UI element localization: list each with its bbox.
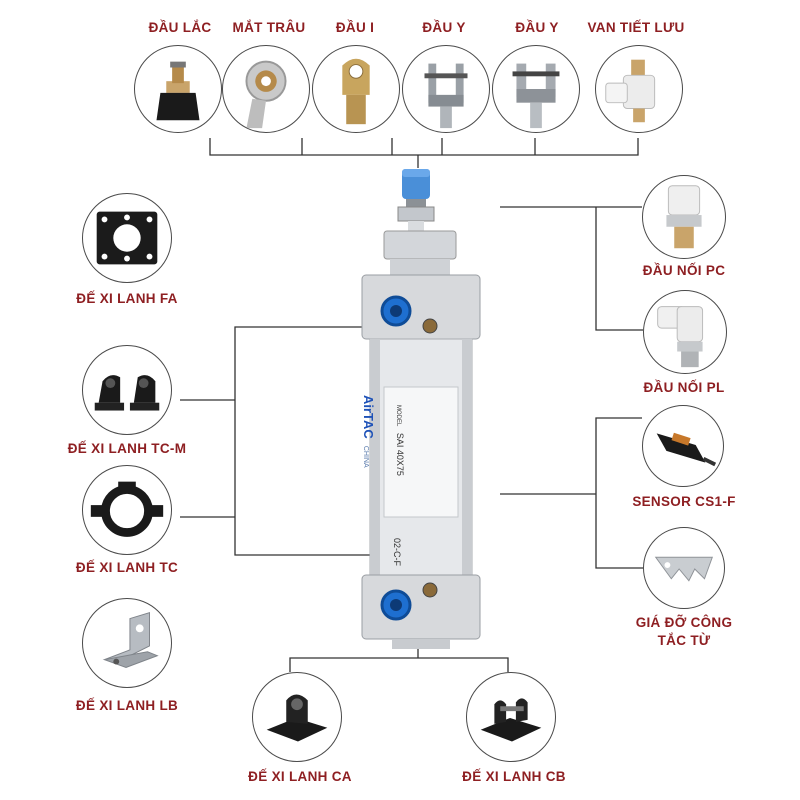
right-label-sensor: SENSOR CS1-F xyxy=(632,494,736,509)
right-label-pl: ĐẦU NỐI PL xyxy=(643,380,725,395)
right-lower-bracket-line xyxy=(500,417,643,569)
i-type-rod-end-icon xyxy=(312,45,400,133)
clevis-mount-ca-icon xyxy=(252,672,342,762)
rod-end-ball-joint-icon xyxy=(134,45,222,133)
cylinder-origin: CHINA xyxy=(362,445,369,468)
reed-sensor-icon xyxy=(642,405,724,487)
bottom-label-cb: ĐẾ XI LANH CB xyxy=(462,769,566,784)
pneumatic-cylinder xyxy=(361,169,481,649)
cylinder-model-caption: MODEL xyxy=(395,405,401,427)
elbow-fitting-pl-icon xyxy=(643,290,727,374)
bottom-label-ca: ĐẾ XI LANH CA xyxy=(248,769,352,784)
cylinder-model-row: MODEL SAI 40X75 xyxy=(395,405,405,476)
top-label-y-end-1: ĐẦU Y xyxy=(422,20,466,35)
left-label-tcm: ĐẾ XI LANH TC-M xyxy=(67,441,187,456)
left-bracket-line xyxy=(234,326,372,556)
right-label-bracket: GIÁ ĐỠ CÔNG TẮC TỪ xyxy=(624,614,744,650)
left-branch-lines xyxy=(180,399,235,518)
rod-eye-bearing-icon xyxy=(222,45,310,133)
top-bracket-line xyxy=(209,138,639,156)
left-label-tc: ĐẾ XI LANH TC xyxy=(75,560,179,575)
straight-fitting-pc-icon xyxy=(642,175,726,259)
top-label-flow-valve: VAN TIẾT LƯU xyxy=(587,20,685,35)
top-label-y-end-2: ĐẦU Y xyxy=(515,20,559,35)
top-branch-lines xyxy=(301,138,536,155)
cylinder-code: 02-C-F xyxy=(392,538,402,567)
top-label-i-end: ĐẦU I xyxy=(335,20,375,35)
top-label-rod-end: ĐẦU LẮC xyxy=(148,20,212,35)
right-label-pc: ĐẦU NỐI PC xyxy=(642,263,726,278)
foot-mount-lb-icon xyxy=(82,598,172,688)
cylinder-model: SAI 40X75 xyxy=(395,432,405,476)
y-clevis-steel-icon xyxy=(402,45,490,133)
right-label-bracket-line2: TẮC TỪ xyxy=(657,633,711,648)
right-upper-bracket-line xyxy=(500,206,643,331)
flow-control-valve-icon xyxy=(595,45,683,133)
right-label-bracket-line1: GIÁ ĐỠ CÔNG xyxy=(635,615,733,630)
bottom-bracket-line xyxy=(289,648,509,672)
cylinder-label: AirTAC CHINA xyxy=(361,395,376,505)
left-label-fa: ĐẾ XI LANH FA xyxy=(76,291,178,306)
top-label-rod-eye: MẮT TRÂU xyxy=(232,20,306,35)
double-clevis-mount-cb-icon xyxy=(466,672,556,762)
y-clevis-silver-icon xyxy=(492,45,580,133)
cylinder-brand: AirTAC xyxy=(361,395,376,439)
trunnion-ring-tc-icon xyxy=(82,465,172,555)
sensor-bracket-icon xyxy=(643,527,725,609)
trunnion-mount-tcm-icon xyxy=(82,345,172,435)
left-label-lb: ĐẾ XI LANH LB xyxy=(75,698,179,713)
flange-mount-fa-icon xyxy=(82,193,172,283)
